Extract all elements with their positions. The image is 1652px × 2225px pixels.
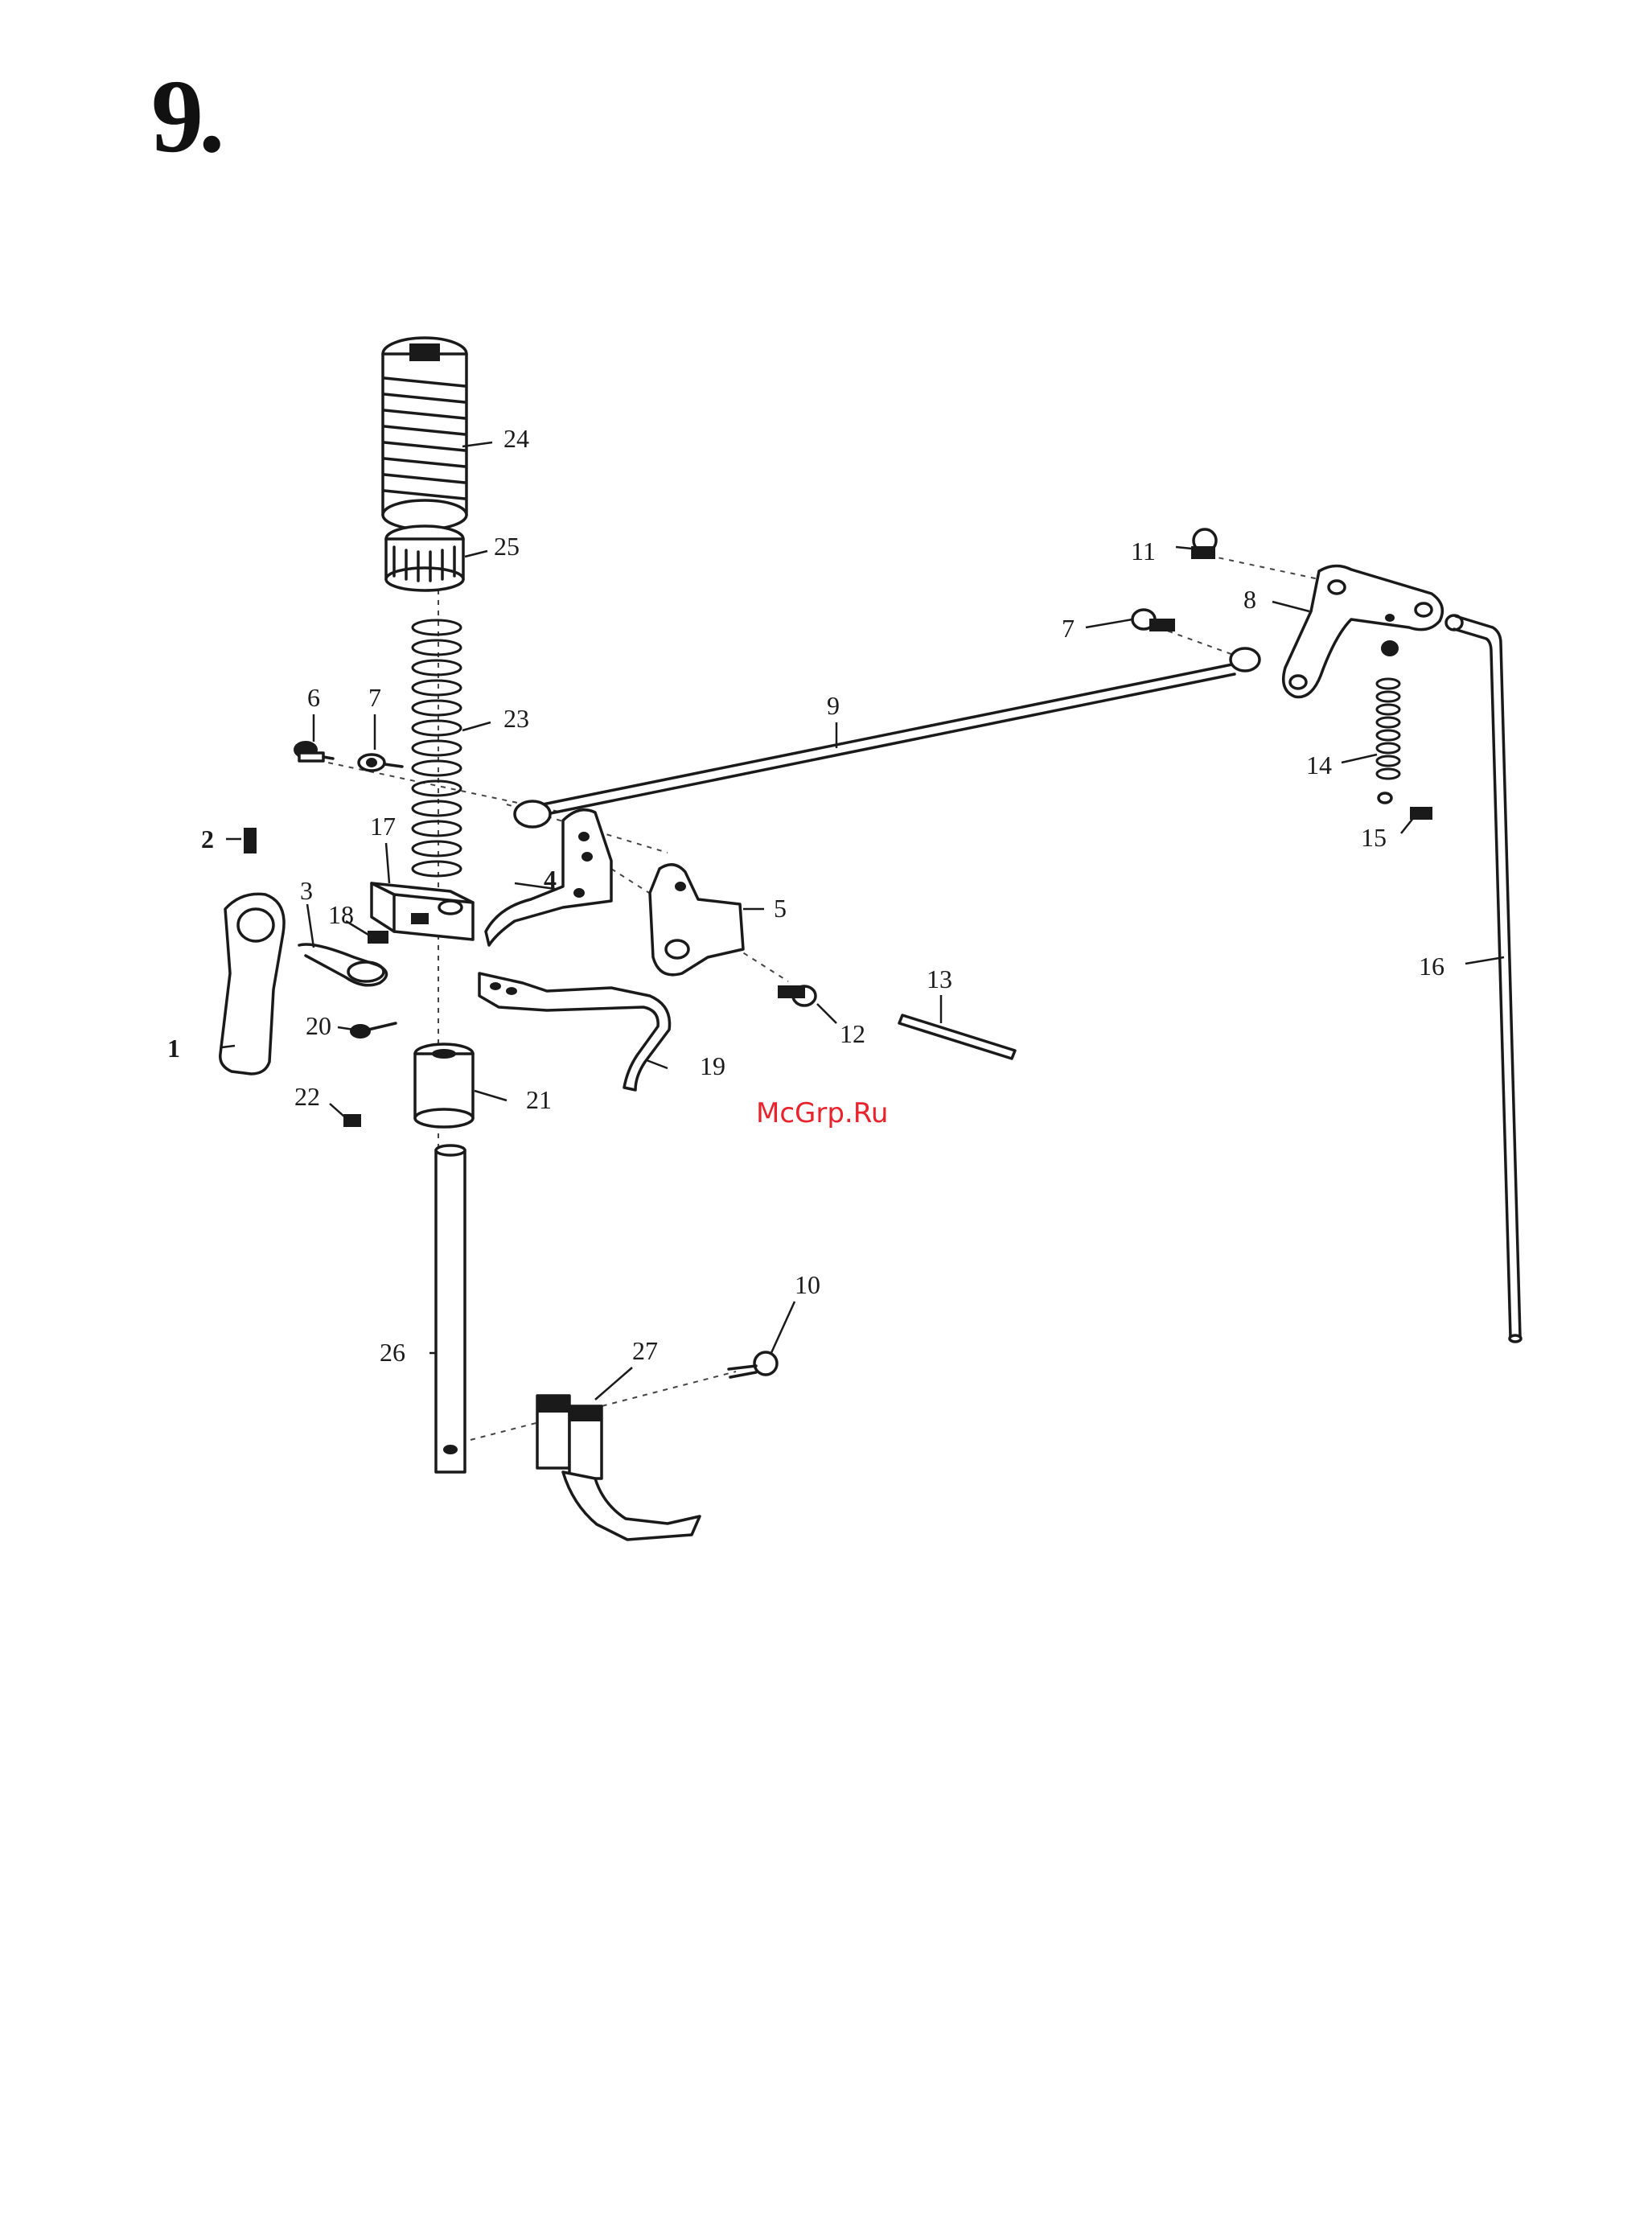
callout-7-left: 7 [368, 683, 381, 712]
callout-19: 19 [700, 1051, 725, 1080]
part-5-lever-plate [650, 865, 743, 975]
callout-25: 25 [494, 532, 520, 561]
part-21-presser-bar-collar [415, 1044, 473, 1127]
callout-10: 10 [795, 1270, 820, 1299]
callout-20: 20 [306, 1011, 331, 1040]
callout-26: 26 [380, 1338, 405, 1367]
part-15-screw [1411, 808, 1432, 819]
part-3-lifter-link [299, 944, 387, 985]
part-14-spring [1377, 641, 1399, 803]
part-8-bell-crank [1284, 566, 1443, 697]
callout-6: 6 [307, 683, 320, 712]
callout-7-right: 7 [1062, 614, 1075, 643]
callout-27: 27 [632, 1336, 658, 1365]
part-11-screw [1192, 529, 1216, 558]
callout-11: 11 [1131, 537, 1156, 566]
callout-12: 12 [840, 1019, 865, 1048]
part-26-presser-bar [436, 1145, 465, 1472]
callout-5: 5 [774, 894, 787, 923]
callout-14: 14 [1306, 751, 1332, 779]
part-23-presser-spring [413, 620, 461, 876]
callout-1: 1 [167, 1034, 180, 1063]
part-27-presser-foot [537, 1396, 700, 1540]
part-7-screw-left [359, 755, 402, 771]
part-13-pin [899, 1015, 1015, 1059]
callout-18: 18 [328, 900, 354, 929]
callout-9: 9 [827, 691, 840, 720]
section-number: 9. [151, 64, 220, 169]
part-18-screw [368, 932, 388, 943]
part-22-screw [344, 1115, 360, 1126]
callout-22: 22 [294, 1082, 320, 1111]
part-19-lifting-link [479, 973, 670, 1090]
callout-13: 13 [927, 964, 952, 993]
callout-15: 15 [1361, 823, 1387, 852]
part-2-set-screw [245, 829, 256, 853]
part-16-long-rod [1446, 615, 1521, 1342]
callout-23: 23 [503, 704, 529, 733]
watermark-text: McGrp.Ru [756, 1097, 888, 1129]
callout-3: 3 [300, 876, 313, 905]
part-20-screw [351, 1023, 396, 1038]
callout-24: 24 [503, 424, 529, 453]
part-25-lock-nut [386, 526, 463, 590]
part-10-screw [729, 1352, 777, 1377]
callout-2: 2 [201, 825, 214, 853]
callout-8: 8 [1243, 585, 1256, 614]
part-7-screw-right [1132, 610, 1174, 631]
callout-4: 4 [544, 865, 557, 894]
part-12-screw [779, 986, 816, 1006]
callout-21: 21 [526, 1085, 552, 1114]
part-6-screw [294, 742, 333, 761]
part-9-connecting-rod [515, 648, 1260, 827]
callout-17: 17 [370, 812, 396, 841]
callout-16: 16 [1419, 952, 1444, 981]
